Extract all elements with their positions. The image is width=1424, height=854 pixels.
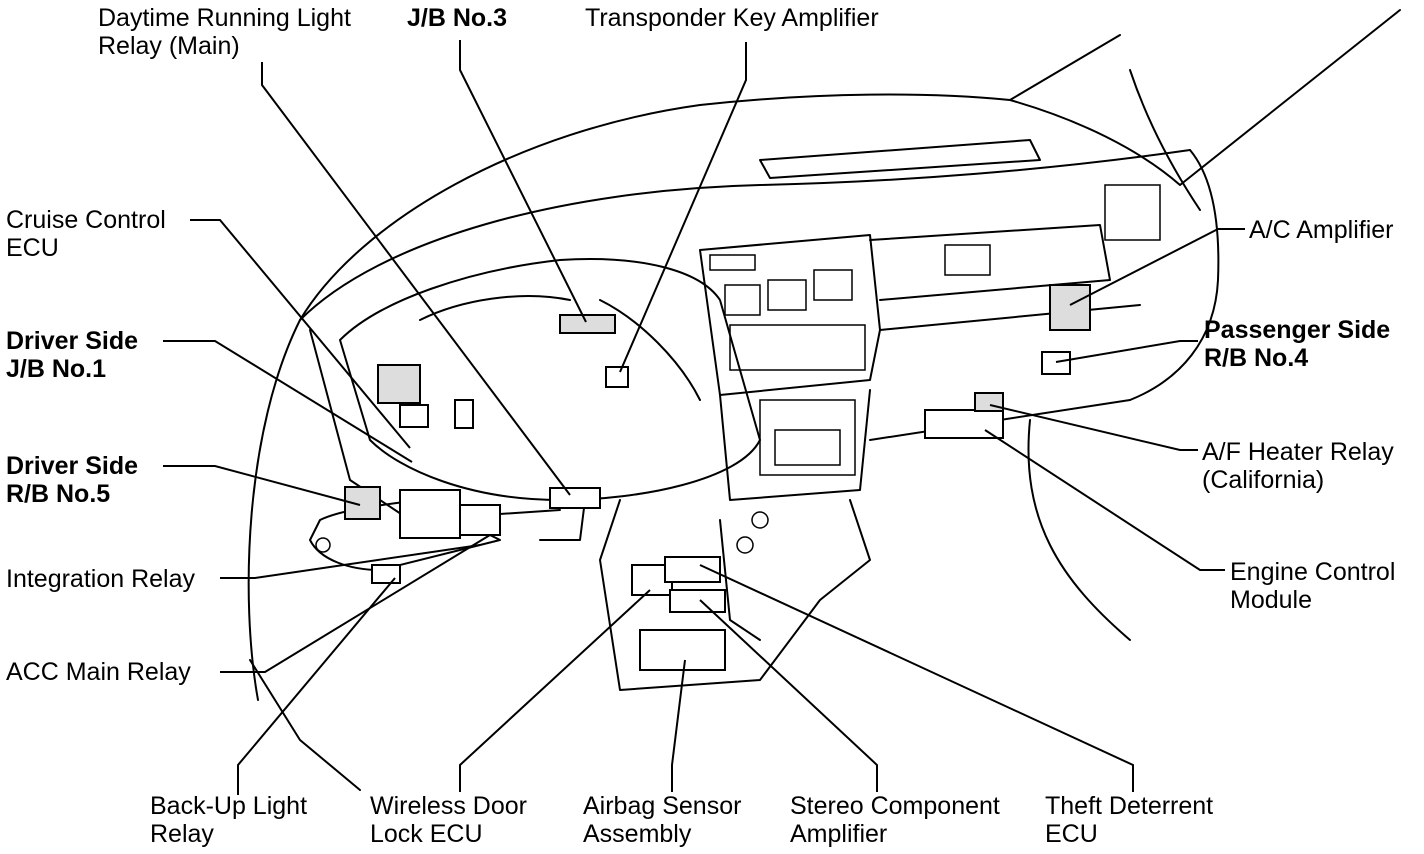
label-cruise-line1: Cruise Control (6, 206, 166, 234)
driver-jb1-box (399, 404, 429, 428)
label-drl-relay-line1: Daytime Running Light (98, 4, 351, 32)
dashboard-outline (247, 9, 1401, 791)
label-theft-line1: Theft Deterrent (1045, 792, 1214, 820)
label-airbag: Airbag Sensor Assembly (583, 792, 741, 848)
label-wireless: Wireless Door Lock ECU (370, 792, 527, 848)
jb3-block (559, 314, 616, 334)
label-drl-relay-line2: Relay (Main) (98, 32, 240, 60)
leader-ecm (984, 429, 1225, 571)
label-acc-main-line1: ACC Main Relay (6, 658, 191, 686)
acc-main-relay (459, 504, 501, 536)
integration-relay (399, 489, 461, 539)
label-af-heater-line2: (California) (1202, 466, 1325, 494)
label-stereo-line2: Amplifier (790, 820, 888, 848)
label-wireless-line1: Wireless Door (370, 792, 527, 820)
label-driver-jb1-line1: Driver Side (6, 327, 139, 355)
leader-acc-main (220, 534, 491, 673)
leader-ac-amp (1069, 228, 1245, 306)
leader-stereo (699, 599, 878, 792)
backup-light-relay (371, 564, 401, 584)
label-driver-rb5-line1: Driver Side (6, 452, 139, 480)
label-integration-line1: Integration Relay (6, 565, 196, 593)
label-wireless-line2: Lock ECU (370, 820, 483, 848)
leader-lines (163, 40, 1245, 795)
leader-transponder (619, 42, 747, 373)
label-theft-line2: ECU (1045, 820, 1098, 848)
label-pass-rb4-line1: Passenger Side (1204, 316, 1391, 344)
label-ecm: Engine Control Module (1230, 558, 1395, 614)
leader-integration (220, 544, 481, 579)
label-backup-line2: Relay (150, 820, 214, 848)
passenger-rb4 (1041, 351, 1071, 375)
label-backup: Back-Up Light Relay (150, 792, 307, 848)
label-integration: Integration Relay (6, 565, 195, 593)
cruise-control-ecu (377, 364, 421, 404)
label-cruise-line2: ECU (6, 234, 59, 262)
leader-wireless (459, 589, 651, 792)
drl-relay-main (549, 487, 601, 509)
leader-driver-jb1 (163, 340, 413, 463)
label-transponder: Transponder Key Amplifier (585, 4, 879, 32)
label-ecm-line2: Module (1230, 586, 1312, 614)
label-af-heater-line1: A/F Heater Relay (1202, 438, 1394, 466)
leader-airbag (671, 659, 686, 792)
label-ac-amp-line1: A/C Amplifier (1249, 216, 1394, 244)
label-airbag-line1: Airbag Sensor (583, 792, 742, 820)
leader-theft (699, 564, 1134, 792)
label-driver-jb1-line2: J/B No.1 (6, 355, 107, 383)
label-jb3: J/B No.3 (407, 4, 507, 32)
label-acc-main: ACC Main Relay (6, 658, 191, 686)
leader-backup (237, 577, 396, 795)
label-transponder-line1: Transponder Key Amplifier (585, 4, 879, 32)
label-driver-rb5-line2: R/B No.5 (6, 480, 111, 508)
ac-amplifier (1049, 284, 1091, 331)
leader-pass-rb4 (1055, 340, 1198, 363)
leader-driver-rb5 (163, 465, 361, 506)
label-theft: Theft Deterrent ECU (1045, 792, 1213, 848)
label-jb3-line1: J/B No.3 (407, 4, 508, 32)
label-drl-relay: Daytime Running Light Relay (Main) (98, 4, 351, 60)
label-af-heater: A/F Heater Relay (California) (1202, 438, 1394, 494)
af-heater-relay (974, 392, 1004, 412)
label-ac-amp: A/C Amplifier (1249, 216, 1393, 244)
label-cruise: Cruise Control ECU (6, 206, 166, 262)
leader-drl-relay (261, 62, 571, 496)
label-pass-rb4-line2: R/B No.4 (1204, 344, 1309, 372)
label-driver-jb1: Driver Side J/B No.1 (6, 327, 138, 383)
label-stereo-line1: Stereo Component (790, 792, 1000, 820)
leader-jb3 (459, 40, 587, 323)
label-driver-rb5: Driver Side R/B No.5 (6, 452, 138, 508)
leader-af-heater (989, 404, 1198, 451)
stereo-component-amplifier (669, 589, 726, 613)
label-pass-rb4: Passenger Side R/B No.4 (1204, 316, 1390, 372)
driver-jb1-fuse (454, 399, 474, 429)
label-stereo: Stereo Component Amplifier (790, 792, 1000, 848)
label-ecm-line1: Engine Control (1230, 558, 1396, 586)
airbag-sensor-assembly (639, 629, 726, 671)
label-airbag-line2: Assembly (583, 820, 692, 848)
transponder-key-amplifier (605, 366, 629, 388)
label-backup-line1: Back-Up Light (150, 792, 308, 820)
leader-cruise (190, 219, 411, 449)
components (344, 284, 1091, 671)
